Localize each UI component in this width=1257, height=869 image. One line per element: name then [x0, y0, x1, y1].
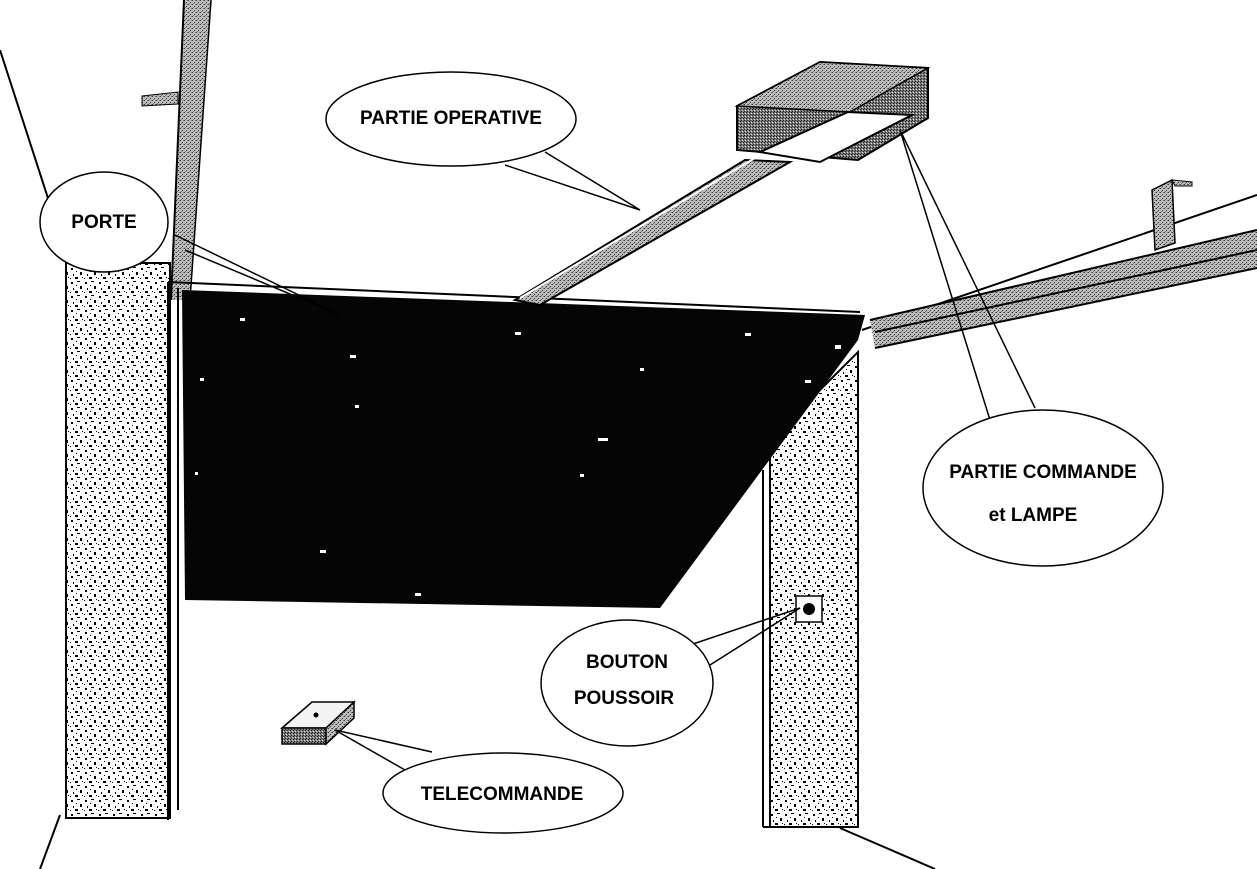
push-button-device [796, 596, 822, 622]
pointer-partie-commande [900, 130, 1035, 420]
label-porte: PORTE [71, 212, 136, 233]
bubble-partie-commande [923, 410, 1163, 566]
pointer-partie-operative [505, 152, 640, 210]
label-partie-operative: PARTIE OPERATIVE [360, 108, 542, 129]
label-bouton-line2: POUSSOIR [574, 688, 675, 709]
label-bouton-line1: BOUTON [586, 652, 668, 673]
pointer-telecommande [335, 730, 432, 770]
operator-arm [515, 158, 790, 305]
bubble-bouton [541, 620, 713, 746]
left-pillar [66, 263, 170, 818]
ceiling-rail [870, 180, 1257, 348]
label-telecommande: TELECOMMANDE [421, 784, 584, 805]
label-partie-commande-line1: PARTIE COMMANDE [949, 462, 1137, 483]
motor-box [737, 62, 928, 162]
remote-control-device [282, 702, 354, 744]
label-partie-commande-line2: et LAMPE [989, 505, 1078, 526]
